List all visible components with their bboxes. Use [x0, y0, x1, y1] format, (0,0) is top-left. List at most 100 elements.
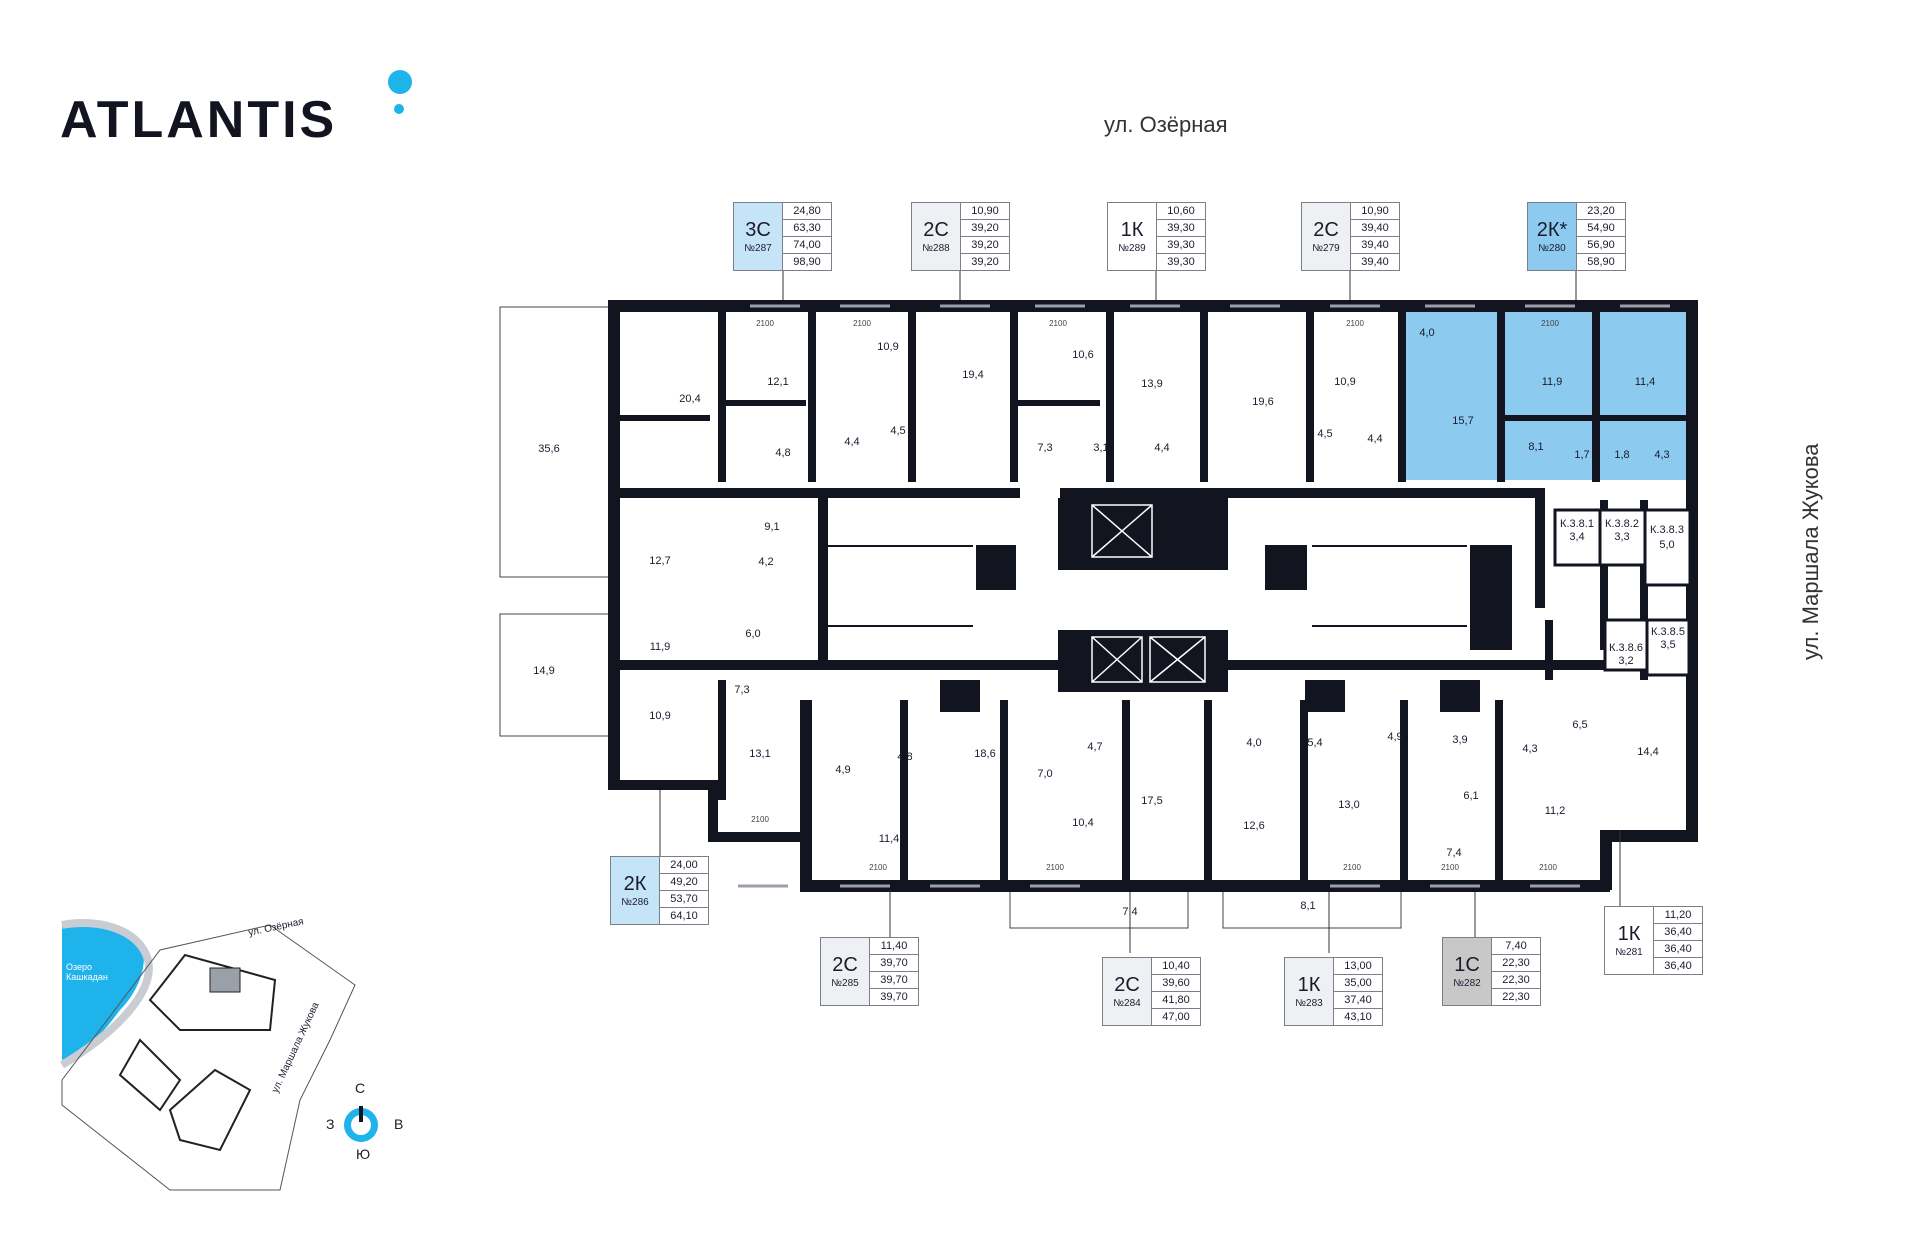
compass-south: Ю — [356, 1146, 371, 1162]
apartment-number: №281 — [1615, 947, 1643, 958]
room-area: 11,9 — [1542, 376, 1563, 388]
area-value: 10,90 — [961, 203, 1009, 220]
street-north-label: ул. Озёрная — [1104, 112, 1228, 137]
storage-area: 3,4 — [1569, 531, 1584, 543]
area-value: 10,90 — [1351, 203, 1399, 220]
apartment-number: №284 — [1113, 998, 1141, 1009]
area-value: 49,20 — [660, 874, 708, 891]
area-value: 7,40 — [1492, 938, 1540, 955]
window-width: 2100 — [1343, 863, 1361, 872]
area-value: 54,90 — [1577, 220, 1625, 237]
area-value: 37,40 — [1334, 992, 1382, 1009]
apartment-type: 2С — [1114, 974, 1140, 996]
area-value: 11,20 — [1654, 907, 1702, 924]
area-value: 98,90 — [793, 256, 821, 268]
room-area: 17,5 — [1141, 795, 1162, 807]
apartment-type: 2К* — [1536, 219, 1568, 241]
apartment-number: №283 — [1295, 998, 1323, 1009]
room-area: 7,0 — [1037, 768, 1052, 780]
storage-label: К.3.8.6 — [1609, 642, 1643, 654]
room-area: 1,7 — [1574, 449, 1589, 461]
storage-area: 3,2 — [1618, 655, 1633, 667]
room-area: 4,7 — [1087, 741, 1102, 753]
area-value: 39,20 — [961, 237, 1009, 254]
room-area: 4,0 — [1419, 327, 1434, 339]
apartment-type: 2К — [623, 873, 647, 895]
room-area: 18,6 — [974, 748, 995, 760]
room-area: 4,0 — [1246, 737, 1261, 749]
room-area: 6,0 — [745, 628, 760, 640]
room-area: 4,3 — [1522, 743, 1537, 755]
terrace-area: 14,9 — [533, 665, 554, 677]
logo-dot — [388, 70, 412, 94]
room-area: 3,9 — [1452, 734, 1467, 746]
room-area: 19,6 — [1252, 396, 1273, 408]
area-value: 10,60 — [1157, 203, 1205, 220]
apartment-number: №287 — [744, 243, 772, 254]
window-width: 2100 — [1049, 319, 1067, 328]
area-value: 39,40 — [1351, 237, 1399, 254]
apartment-type: 3С — [745, 219, 771, 241]
room-area: 4,8 — [897, 751, 912, 763]
storage-label: К.3.8.5 — [1651, 626, 1685, 638]
window-width: 2100 — [751, 815, 769, 824]
room-area: 4,9 — [835, 764, 850, 776]
apartment-type: 1С — [1454, 954, 1480, 976]
area-value: 24,80 — [783, 203, 831, 220]
room-area: 12,6 — [1243, 820, 1264, 832]
area-value: 36,40 — [1664, 960, 1692, 972]
storage-area: 3,5 — [1660, 639, 1675, 651]
apartment-number: №279 — [1312, 243, 1340, 254]
site-minimap — [59, 919, 356, 1191]
room-area: 4,5 — [1317, 428, 1332, 440]
area-value: 22,30 — [1492, 972, 1540, 989]
room-area: 15,7 — [1452, 415, 1473, 427]
window-width: 2100 — [1046, 863, 1064, 872]
area-value: 43,10 — [1344, 1011, 1372, 1023]
area-value: 64,10 — [670, 910, 698, 922]
terrace-west-1 — [499, 306, 611, 578]
area-value: 58,90 — [1587, 256, 1615, 268]
area-value: 36,40 — [1654, 941, 1702, 958]
room-area: 6,5 — [1572, 719, 1587, 731]
room-area: 3,1 — [1093, 442, 1108, 454]
room-area: 4,3 — [1654, 449, 1669, 461]
window-width: 2100 — [756, 319, 774, 328]
window-width: 2100 — [1441, 863, 1459, 872]
storage-label: К.3.8.3 — [1650, 524, 1684, 536]
area-value: 24,00 — [660, 857, 708, 874]
room-area: 4,8 — [775, 447, 790, 459]
area-value: 39,70 — [880, 991, 908, 1003]
minimap-lake-label: Озеро Кашкадан — [66, 962, 108, 982]
area-value: 39,40 — [1351, 220, 1399, 237]
room-area: 13,1 — [749, 748, 770, 760]
room-area: 14,4 — [1637, 746, 1658, 758]
room-area: 4,9 — [1387, 731, 1402, 743]
room-area: 7,3 — [734, 684, 749, 696]
elevators — [1091, 504, 1206, 683]
compass-east: В — [394, 1116, 404, 1132]
area-value: 39,70 — [870, 955, 918, 972]
room-area: 13,0 — [1338, 799, 1359, 811]
window-width: 2100 — [853, 319, 871, 328]
room-area: 1,8 — [1614, 449, 1629, 461]
apartment-type: 1К — [1120, 219, 1144, 241]
terrace-area: 8,1 — [1300, 900, 1315, 912]
terrace-area: 35,6 — [538, 443, 559, 455]
room-area: 7,3 — [1037, 442, 1052, 454]
terrace-west-2 — [499, 613, 611, 737]
area-value: 39,20 — [971, 256, 999, 268]
brand-logo: ATLANTIS — [60, 91, 338, 149]
apartment-type: 2С — [832, 954, 858, 976]
